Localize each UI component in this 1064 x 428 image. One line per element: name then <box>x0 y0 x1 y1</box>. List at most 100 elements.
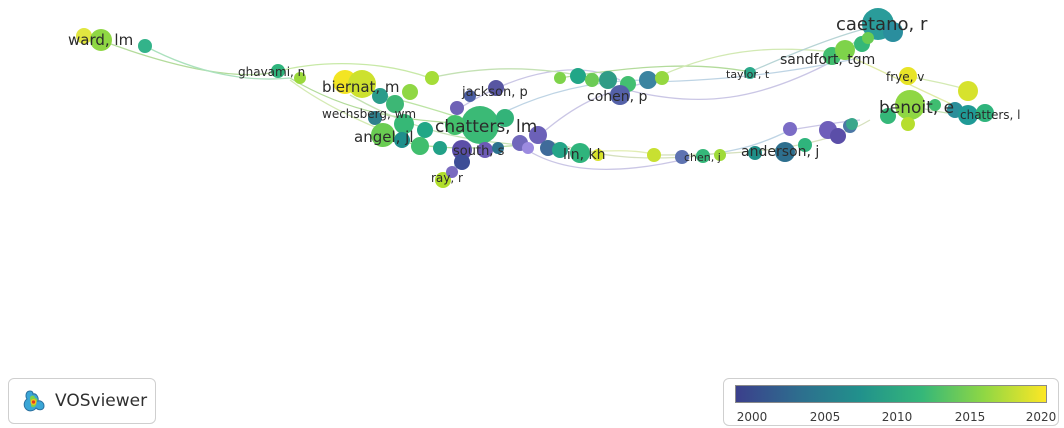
node <box>394 132 410 148</box>
node <box>477 142 493 158</box>
node <box>655 71 669 85</box>
node <box>522 142 534 154</box>
node <box>540 140 556 156</box>
label-sandfort[interactable]: sandfort, tgm <box>780 52 875 68</box>
node-frye <box>899 67 917 85</box>
node-jackson <box>488 80 504 96</box>
node <box>492 142 504 154</box>
node-sandfort <box>835 40 855 60</box>
label-anderson[interactable]: anderson, j <box>741 144 819 160</box>
network-nodes <box>76 8 994 188</box>
node <box>929 99 941 111</box>
label-wechsberg[interactable]: wechsberg, wm <box>322 107 416 121</box>
network-link <box>539 81 651 136</box>
network-labels: ward, lm ghavami, n biernat, m jackson, … <box>68 14 1021 185</box>
label-chatters-l[interactable]: chatters, l <box>960 108 1021 122</box>
node-ward <box>90 29 112 51</box>
node <box>696 149 710 163</box>
node <box>846 118 858 130</box>
node <box>883 22 903 42</box>
co-authorship-network[interactable]: ward, lm ghavami, n biernat, m jackson, … <box>0 0 1064 370</box>
legend-tick: 2015 <box>954 410 986 424</box>
node <box>585 73 599 87</box>
node <box>554 72 566 84</box>
node <box>411 137 429 155</box>
legend-tick: 2010 <box>881 410 913 424</box>
label-taylor[interactable]: taylor, t <box>726 68 770 81</box>
label-ghavami[interactable]: ghavami, n <box>238 65 305 79</box>
network-link <box>559 65 751 79</box>
node <box>445 115 465 135</box>
node <box>639 71 657 89</box>
node <box>976 104 994 122</box>
node <box>748 146 762 160</box>
node-cohen <box>610 85 630 105</box>
node <box>592 149 604 161</box>
node <box>862 32 874 44</box>
node-biernat <box>348 70 376 98</box>
label-angel[interactable]: angel, jl <box>354 128 414 146</box>
node <box>454 154 470 170</box>
label-biernat[interactable]: biernat, m <box>322 78 400 96</box>
node <box>372 88 388 104</box>
node <box>570 68 586 84</box>
node-ward <box>76 28 92 44</box>
label-chatters-lm[interactable]: chatters, lm <box>435 117 537 137</box>
label-jackson[interactable]: jackson, p <box>461 85 528 100</box>
network-link <box>619 59 836 101</box>
label-ray[interactable]: ray, r <box>431 171 463 185</box>
node <box>783 122 797 136</box>
label-frye[interactable]: frye, v <box>886 70 924 84</box>
node <box>394 114 414 134</box>
label-cohen[interactable]: cohen, p <box>587 89 648 105</box>
network-link <box>749 27 869 73</box>
node <box>647 148 661 162</box>
node <box>386 95 404 113</box>
node <box>464 90 476 102</box>
node <box>958 81 978 101</box>
node-taylor <box>744 67 756 79</box>
node <box>529 126 547 144</box>
node-chatters-lm <box>461 106 499 144</box>
node <box>880 108 896 124</box>
label-chen[interactable]: chen, j <box>684 151 721 164</box>
node-lin <box>570 143 590 163</box>
node <box>798 138 812 152</box>
vosviewer-logo-icon <box>23 390 45 412</box>
vosviewer-logo-text: VOSviewer <box>55 391 148 411</box>
label-caetano[interactable]: caetano, r <box>836 14 928 35</box>
node <box>425 71 439 85</box>
node <box>830 128 846 144</box>
network-link <box>519 144 691 171</box>
node <box>496 109 514 127</box>
node <box>446 166 458 178</box>
network-link <box>274 62 431 79</box>
color-legend: 2000 2005 2010 2015 2020 <box>723 378 1059 426</box>
node <box>294 72 306 84</box>
node-ray <box>435 172 451 188</box>
label-ward[interactable]: ward, lm <box>68 31 133 49</box>
legend-tick: 2005 <box>809 410 841 424</box>
node-ghavami <box>271 64 285 78</box>
legend-tick: 2020 <box>1025 410 1057 424</box>
node-benoit <box>895 90 925 120</box>
node-anderson <box>775 142 795 162</box>
node-ward-peer <box>138 39 152 53</box>
node-angel <box>371 123 395 147</box>
network-link <box>144 45 291 80</box>
node <box>599 71 617 89</box>
node-chen <box>675 150 689 164</box>
vosviewer-logo[interactable]: VOSviewer <box>8 378 156 424</box>
color-scale-bar <box>735 385 1047 403</box>
node-chatters-l <box>958 105 978 125</box>
node <box>433 141 447 155</box>
node <box>552 142 568 158</box>
node <box>901 117 915 131</box>
label-lin[interactable]: lin, kh <box>563 147 606 163</box>
node-south <box>452 140 472 160</box>
legend-tick: 2000 <box>736 410 768 424</box>
label-south[interactable]: south, s <box>453 144 505 159</box>
node <box>417 122 433 138</box>
network-link <box>349 94 521 146</box>
label-benoit[interactable]: benoit, e <box>879 98 954 118</box>
